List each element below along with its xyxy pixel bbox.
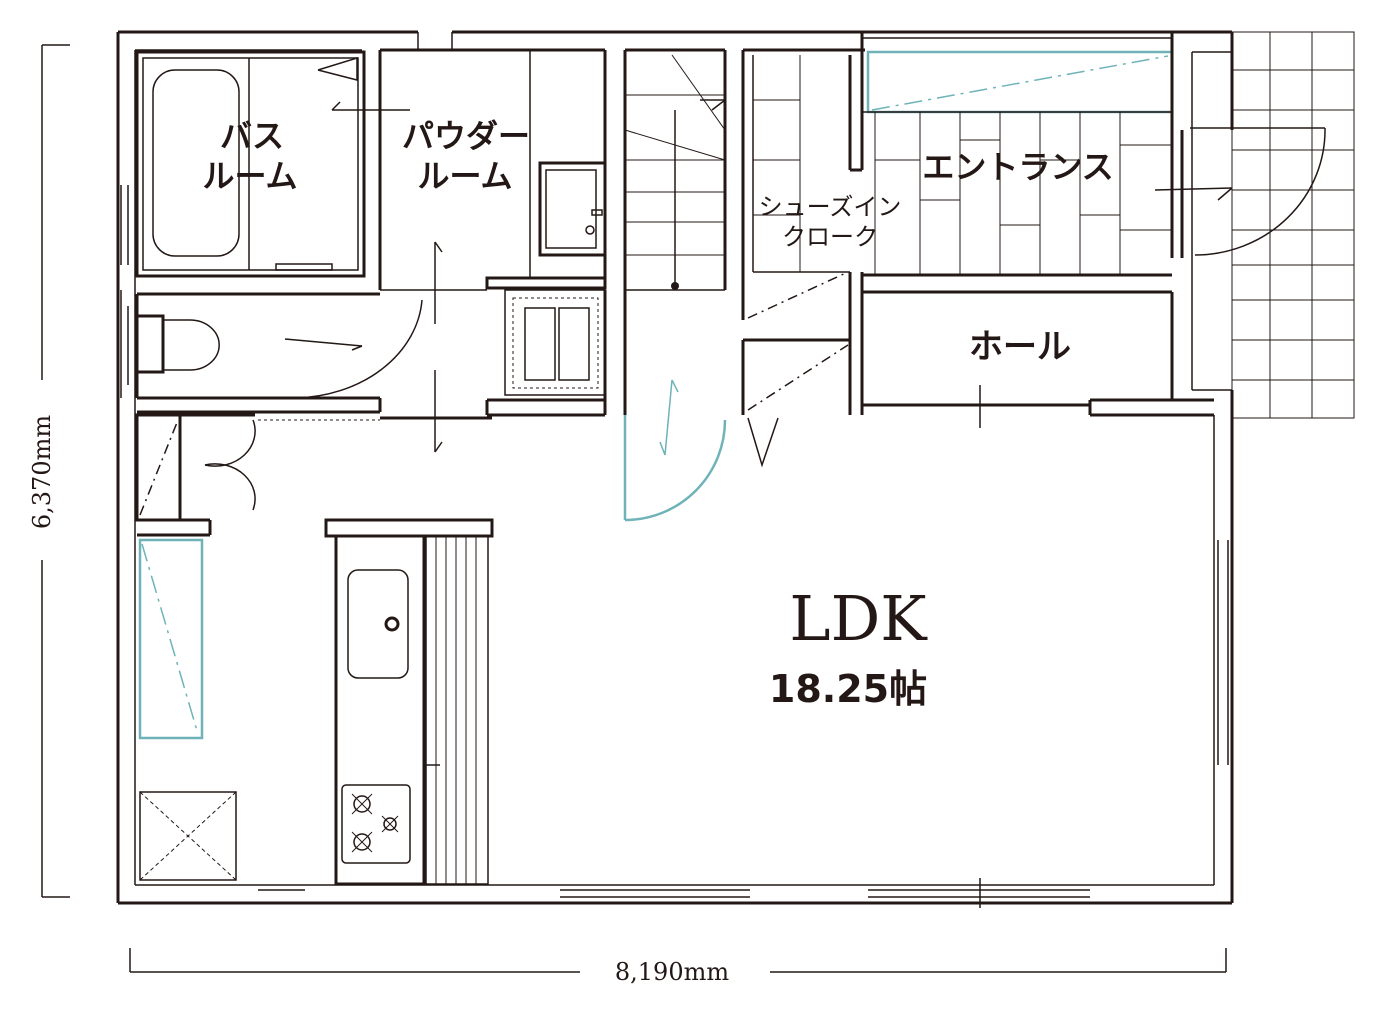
exterior-porch (1191, 31, 1355, 419)
pantry-storage (138, 538, 204, 740)
bath-room-label-2: ルーム (202, 157, 297, 195)
shoe-closet-label-1: シューズイン (759, 193, 902, 221)
width-dimension-label: 8,190mm (615, 958, 729, 986)
storage-closet (135, 413, 380, 537)
bath-room-label-1: バス (220, 117, 284, 155)
kitchen-counter (324, 518, 494, 886)
staircase (623, 48, 727, 522)
shoe-closet-label-2: クローク (782, 223, 878, 251)
ldk-label: LDK (789, 582, 928, 655)
shoe-closet (741, 32, 865, 468)
bathroom (135, 50, 410, 278)
entrance (862, 32, 1326, 294)
toilet-room (120, 290, 423, 414)
height-dimension-label: 6,370mm (28, 415, 56, 529)
entrance-label: エントランス (922, 148, 1113, 186)
powder-room-label-1: パウダー (402, 117, 530, 155)
height-dimension (41, 44, 70, 898)
width-dimension (129, 948, 1227, 973)
ldk-size-label: 18.25帖 (769, 667, 927, 711)
refrigerator (139, 791, 237, 881)
powder-room-label-2: ルーム (417, 157, 512, 195)
hall-label: ホール (969, 327, 1071, 367)
powder-room (378, 48, 607, 453)
hall (862, 292, 1214, 428)
ldk-windows (120, 32, 1229, 908)
